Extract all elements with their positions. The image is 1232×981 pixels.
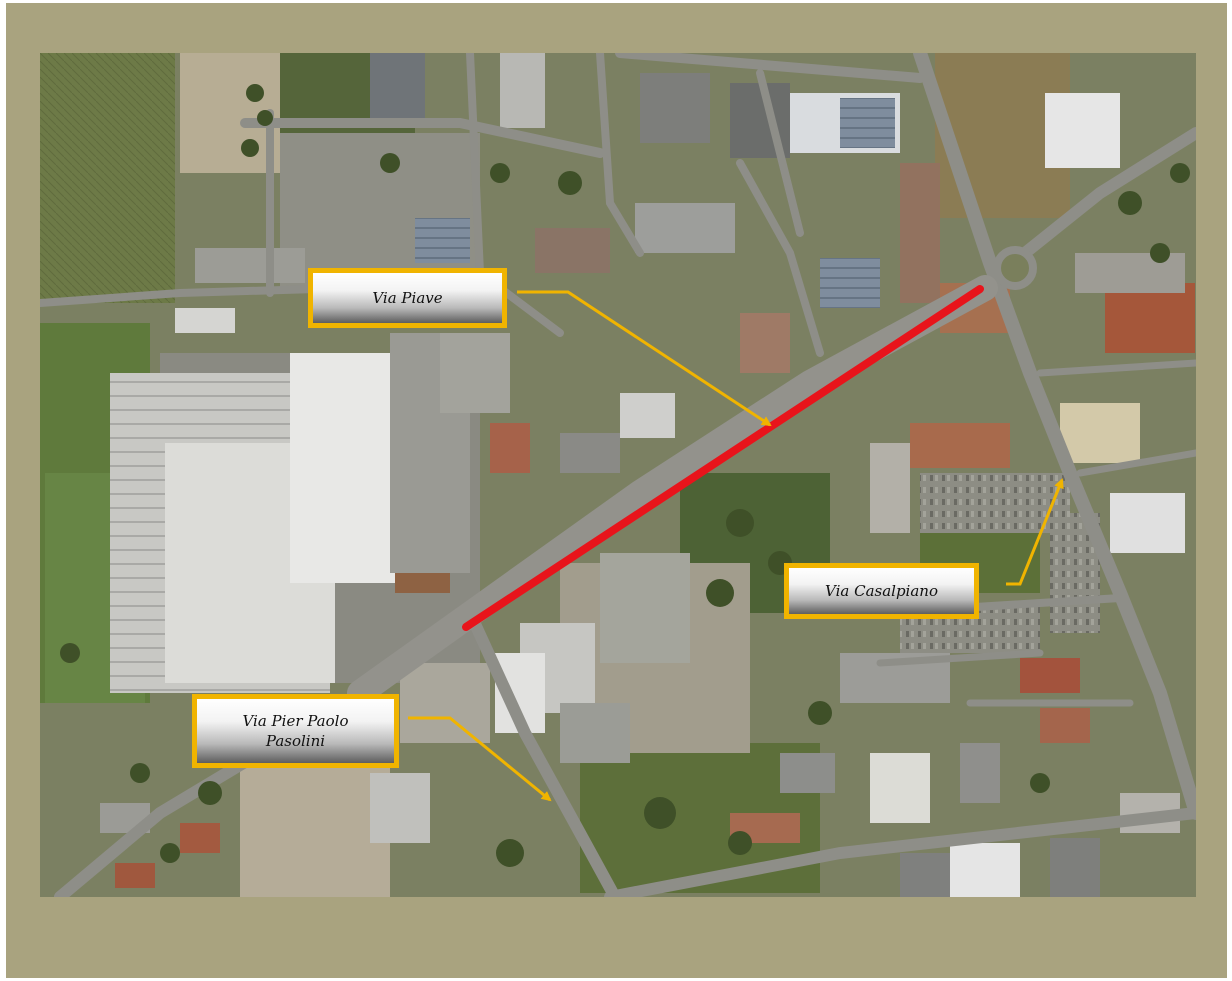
satellite-imagery: [40, 53, 1196, 897]
label-via-pasolini: Via Pier Paolo Pasolini: [192, 694, 399, 768]
label-via-pasolini-line2: Pasolini: [265, 732, 326, 750]
red-roof-building: [1105, 283, 1195, 353]
field-northwest: [40, 53, 175, 303]
label-via-piave-text: Via Piave: [372, 289, 443, 307]
roundabout: [993, 246, 1037, 290]
label-via-pasolini-line1: Via Pier Paolo: [242, 712, 349, 730]
label-via-casalpiano-text: Via Casalpiano: [825, 582, 938, 600]
label-via-casalpiano: Via Casalpiano: [784, 563, 979, 619]
label-via-piave: Via Piave: [308, 268, 507, 328]
aerial-map[interactable]: [40, 53, 1196, 897]
